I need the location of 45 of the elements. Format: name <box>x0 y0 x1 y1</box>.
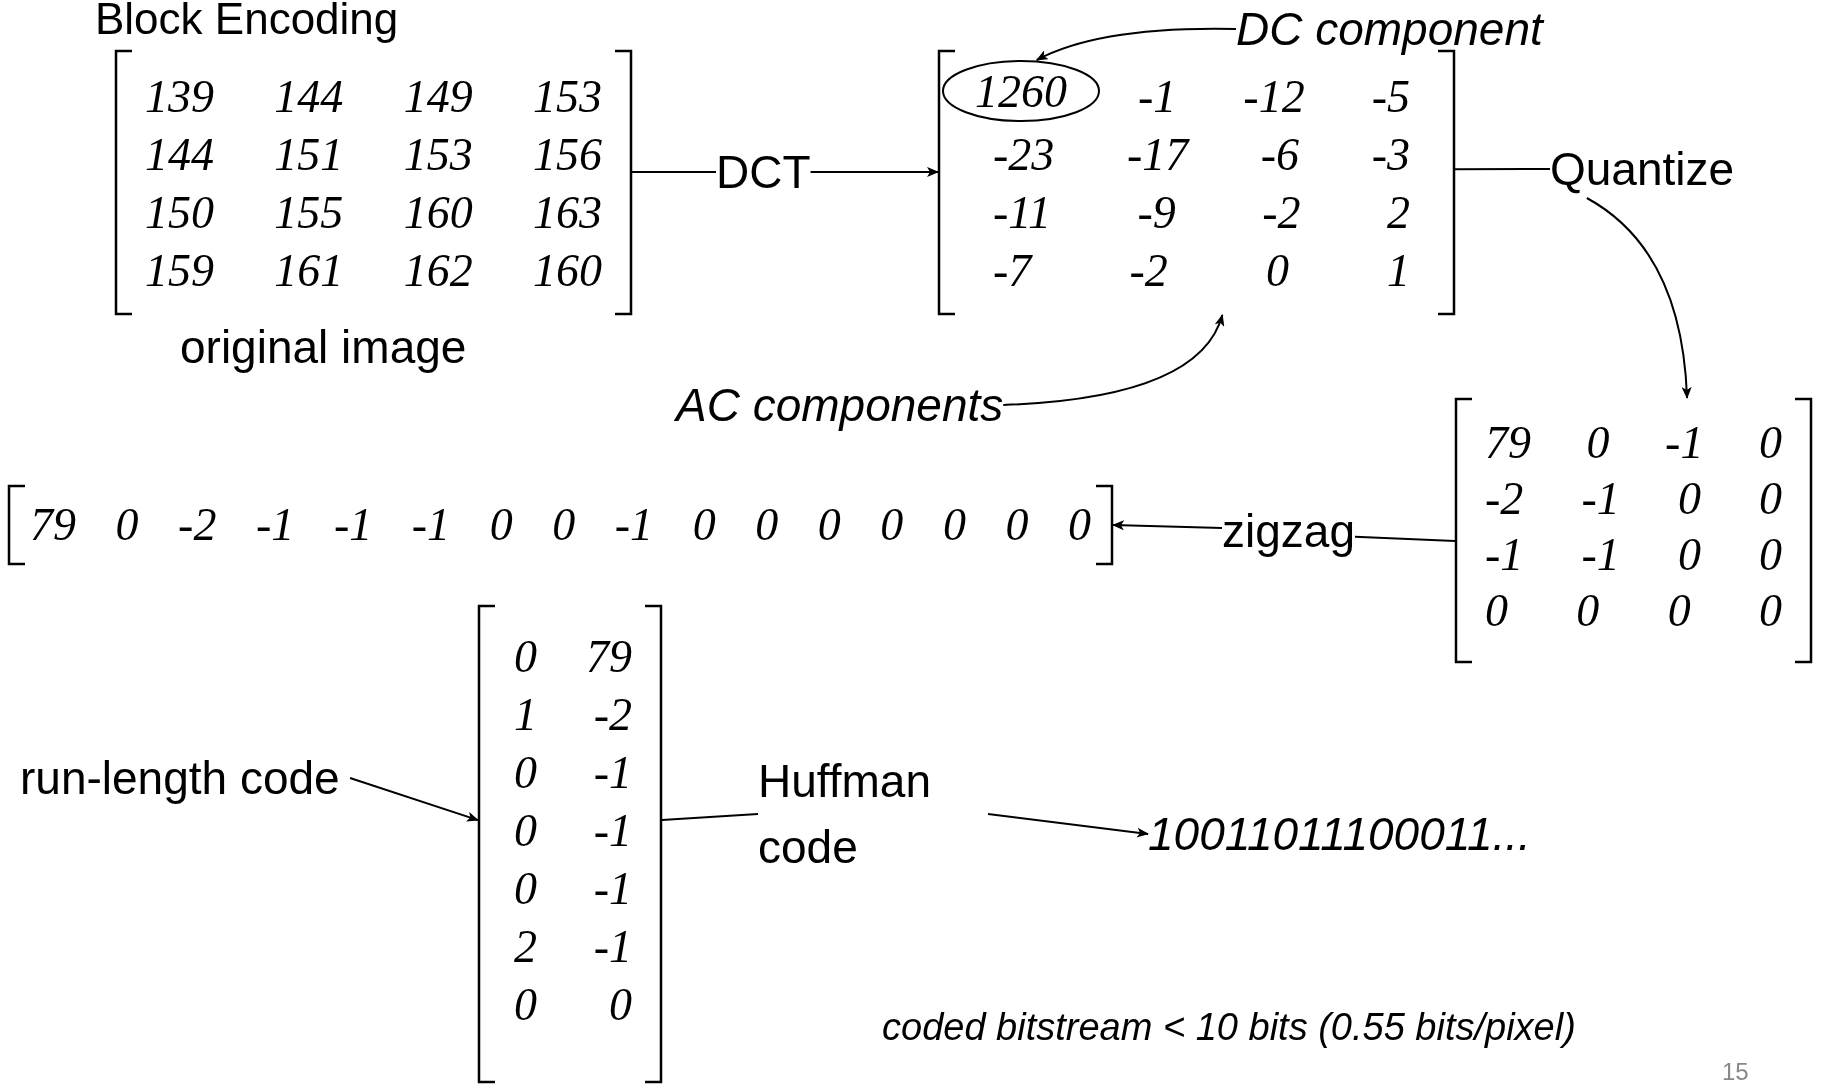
bracket-matrix <box>8 485 1113 565</box>
circled-value <box>942 60 1100 122</box>
slide-title: Block Encoding <box>95 0 399 44</box>
matrix-row: -1 -1 0 0 <box>1485 528 1782 582</box>
matrix-row: 139 144 149 153 <box>145 70 602 124</box>
annotation-text: AC components <box>676 376 1004 434</box>
matrix-row: -23 -17 -6 -3 <box>993 128 1410 182</box>
matrix-row: 79 0 -1 0 <box>1485 416 1782 470</box>
matrix-row: 0 -1 <box>514 804 632 858</box>
matrix-value: 1260 <box>975 64 1067 118</box>
matrix-row: 2 -1 <box>514 920 632 974</box>
matrix-row: 0 79 <box>514 630 632 684</box>
matrix-row: 144 151 153 156 <box>145 128 602 182</box>
arrow <box>1035 27 1237 61</box>
bracket-matrix <box>1455 398 1812 663</box>
matrix-row: 0 -1 <box>514 862 632 916</box>
annotation-text: 10011011100011... <box>1148 805 1531 863</box>
bracket-matrix <box>478 605 662 1083</box>
matrix-row: 1 -2 <box>514 688 632 742</box>
matrix-caption: original image <box>180 320 467 375</box>
matrix-row: 0 0 0 0 <box>1485 584 1782 638</box>
matrix-row: 0 -1 <box>514 746 632 800</box>
bracket-matrix <box>115 50 632 315</box>
arrow <box>1585 197 1692 399</box>
step-label: DCT <box>716 143 811 201</box>
matrix-row: -11 -9 -2 2 <box>993 186 1410 240</box>
arrow <box>1112 520 1223 531</box>
step-label: Quantize <box>1550 140 1735 198</box>
arrow <box>1002 314 1224 406</box>
step-label: Huffman code <box>758 748 988 880</box>
page-number: 15 <box>1722 1058 1749 1086</box>
step-label: run-length code <box>20 745 350 811</box>
matrix-row: 150 155 160 163 <box>145 186 602 240</box>
matrix-row: 0 0 <box>514 978 632 1032</box>
arrow <box>349 777 479 822</box>
annotation-text: DC component <box>1236 0 1543 58</box>
note-text: coded bitstream < 10 bits (0.55 bits/pixel) <box>882 1006 1576 1048</box>
matrix-row: -2 -1 0 0 <box>1485 472 1782 526</box>
matrix-row: -1 -12 -5 <box>1138 70 1410 124</box>
matrix-row: 79 0 -2 -1 -1 -1 0 0 -1 0 0 0 0 0 0 0 <box>30 498 1091 552</box>
arrow <box>987 813 1149 838</box>
matrix-row: 159 161 162 160 <box>145 244 602 298</box>
step-label: zigzag <box>1222 502 1355 560</box>
arrow <box>809 166 939 177</box>
matrix-row: -7 -2 0 1 <box>993 244 1410 298</box>
